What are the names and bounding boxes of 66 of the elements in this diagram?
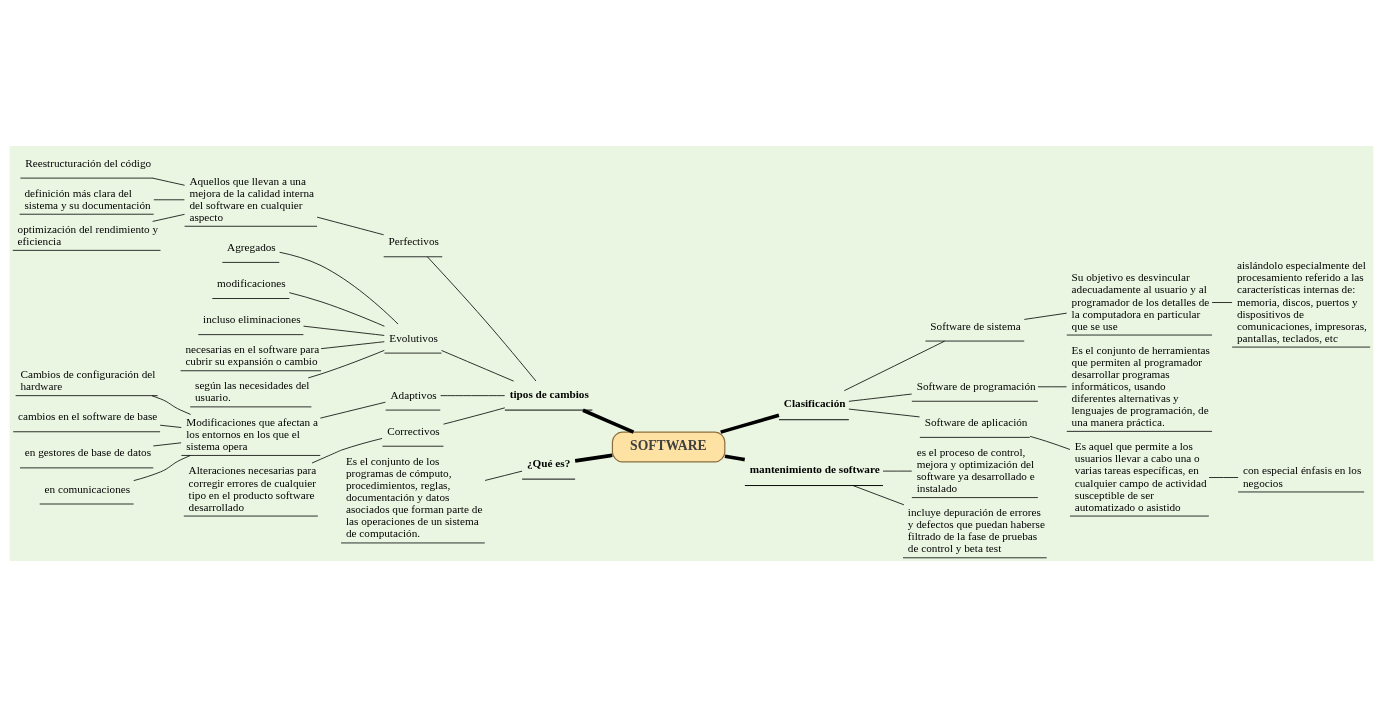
node-text: cambios en el software de base (18, 409, 158, 422)
node-text: Adaptivos (390, 388, 437, 401)
node-text: definición más clara del sistema y su documentación (24, 186, 151, 211)
connector (152, 441, 182, 446)
connector (724, 454, 746, 461)
node-text: Clasificación (783, 396, 846, 409)
connector (307, 349, 385, 378)
connector (440, 394, 506, 396)
node-text: según las necesidades del usuario. (195, 378, 310, 403)
connector (152, 213, 185, 222)
node-text: Agregados (227, 240, 276, 253)
connector (574, 453, 613, 463)
node-text: Correctivos (387, 424, 440, 437)
node-text: Alteraciones necesarias para corregir errores de cualquier tipo en el producto software desarrollado (188, 463, 317, 513)
node-text: Software de sistema (930, 319, 1021, 332)
connector (582, 408, 635, 434)
node-text: Software de aplicación (924, 415, 1028, 428)
node-text: Su objetivo es desvincular adecuadamente al usuario y al programador de los detalles de la computadora en particular que se use (1071, 270, 1210, 332)
node-text: es el proceso de control, mejora y optimización del software ya desarrollado e instalado (916, 445, 1035, 494)
node-text: en gestores de base de datos (24, 445, 152, 458)
node-text: Es el conjunto de herramientas que permiten al programador desarrollar programas informáticos, usando diferentes alternativas y lenguajes de programación, de una manera práctica. (1071, 343, 1210, 428)
node-text: tipos de cambios (509, 387, 589, 400)
connector (316, 216, 384, 235)
connector (159, 424, 182, 428)
node-text: mantenimiento de software (749, 462, 880, 475)
connector (426, 255, 537, 381)
connector (484, 470, 523, 481)
connector (1208, 476, 1239, 478)
node-box: SOFTWARE (611, 431, 726, 462)
connector (848, 408, 920, 417)
node-text: Reestructuración del código (25, 156, 152, 169)
connector (152, 177, 185, 186)
node-text: aislándolo especialmente del procesamiento referido a las características internas de: memoria, discos, puertos y dispositivos de comunicaciones, impresoras, pantallas, teclados, etc (1236, 258, 1367, 344)
node-text: modificaciones (217, 276, 286, 289)
connector (1029, 435, 1071, 450)
node-text: Software de programación (916, 379, 1036, 392)
connector (1211, 301, 1233, 303)
connector (288, 291, 385, 327)
node-text: Aquellos que llevan a una mejora de la calidad interna del software en cualquier aspecto (189, 174, 314, 223)
connector (151, 394, 192, 415)
node-text: en comunicaciones (44, 482, 131, 495)
node-text: Es el conjunto de los programas de cómputo, procedimientos, reglas, documentación y datos asociados que forman parte de las operaciones de un sistema de computación. (345, 454, 483, 539)
connector (311, 437, 383, 463)
connector (441, 349, 515, 381)
connector (303, 325, 385, 336)
connector (320, 401, 386, 419)
node-text: incluye depuración de errores y defectos que puedan haberse filtrado de la fase de pruebas de control y beta test (907, 505, 1045, 554)
connector (279, 251, 399, 324)
node-text: Modificaciones que afectan a los entornos en los que el sistema opera (186, 415, 318, 452)
node-text: necesarias en el software para cubrir su expansión o cambio (185, 342, 320, 367)
connector (443, 406, 506, 425)
connector (848, 393, 913, 402)
connector (852, 484, 905, 505)
node-text: ¿Qué es? (526, 456, 571, 469)
connector (133, 454, 191, 481)
connector (320, 340, 385, 349)
node-text: optimización del rendimiento y eficiencia (17, 222, 159, 247)
node-text: con especial énfasis en los negocios (1242, 463, 1362, 489)
node-text: Cambios de configuración del hardware (20, 367, 156, 392)
node-text: Perfectivos (388, 234, 439, 247)
node-text: Es aquel que permite a los usuarios llevar a cabo una o varias tareas específicas, en cualquier campo de actividad susceptible de ser automatizado o asistido (1074, 439, 1207, 513)
connector (843, 340, 945, 391)
connector (1023, 312, 1068, 320)
node-text: incluso eliminaciones (203, 312, 301, 325)
node-text: Evolutivos (389, 331, 438, 344)
connector (720, 412, 780, 434)
